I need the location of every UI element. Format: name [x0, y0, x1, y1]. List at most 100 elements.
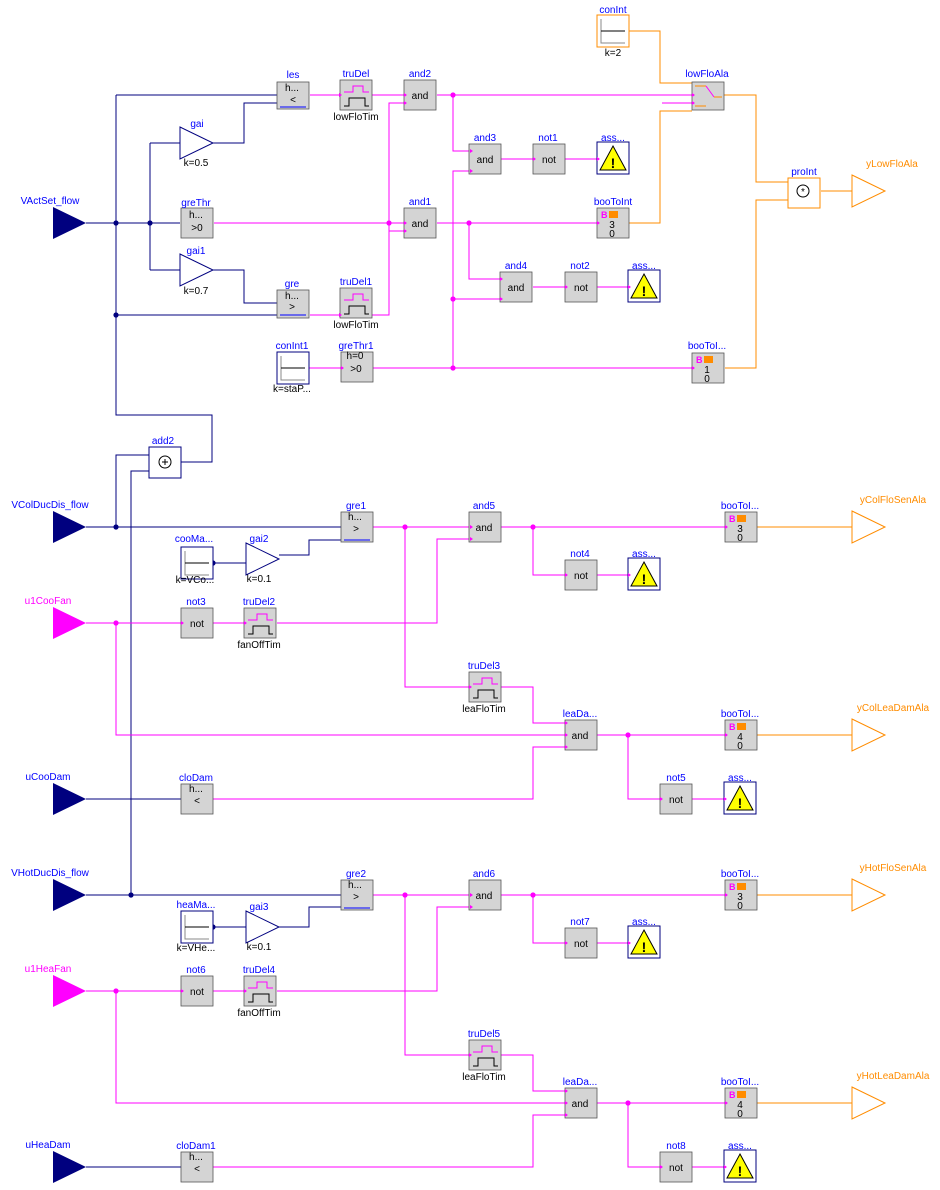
block-lowFloAla[interactable]: lowFloAla [685, 69, 729, 111]
svg-text:fanOffTim: fanOffTim [237, 1008, 280, 1019]
block-not7[interactable]: not7 not [564, 917, 598, 959]
input-VColDucDis_flow[interactable]: VColDucDis_flow [11, 500, 89, 543]
block-and6[interactable]: and6 and [468, 869, 502, 911]
block-truDel[interactable]: truDel lowFloTim [333, 69, 378, 123]
block-greThr[interactable]: greThr h... >0 [180, 198, 214, 239]
block-gre1[interactable]: gre1 h... > [340, 501, 374, 543]
output-yHotLeaDamAla[interactable]: yHotLeaDamAla [851, 1071, 930, 1120]
block-truDel3[interactable]: truDel3 leaFloTim [462, 661, 506, 715]
block-greThr1[interactable]: greThr1 h=0 >0 [338, 341, 374, 383]
block-truDel5[interactable]: truDel5 leaFloTim [462, 1029, 506, 1083]
output-yColFloSenAla[interactable]: yColFloSenAla [851, 495, 927, 544]
input-uCooDam[interactable]: uCooDam [25, 772, 86, 815]
svg-text:and5: and5 [473, 501, 496, 512]
block-les[interactable]: les h... < [276, 70, 310, 110]
block-not6[interactable]: not6 not [180, 965, 214, 1007]
svg-text:!: ! [642, 939, 647, 955]
block-leaDa-hot[interactable]: leaDa... and [563, 1077, 598, 1119]
block-not5[interactable]: not5 not [659, 773, 693, 815]
block-gai1[interactable]: gai1 k=0.7 [179, 246, 215, 297]
block-assert-3[interactable]: ass... ! [627, 549, 661, 591]
block-assert-1[interactable]: ass... ! [596, 133, 630, 175]
svg-text:booToI...: booToI... [721, 501, 759, 512]
block-booToInt[interactable]: booToInt B 3 0 [594, 197, 633, 240]
block-and1[interactable]: and1 and [403, 197, 437, 239]
svg-text:0: 0 [737, 1109, 743, 1120]
block-gai2[interactable]: gai2 k=0.1 [245, 534, 281, 585]
input-VHotDucDis_flow[interactable]: VHotDucDis_flow [11, 868, 90, 911]
block-booToI-hotFlo[interactable]: booToI... B 3 0 [721, 869, 759, 912]
block-truDel4[interactable]: truDel4 fanOffTim [237, 965, 280, 1019]
port-arrows [181, 93, 728, 1169]
svg-text:k=VCo...: k=VCo... [176, 575, 215, 586]
input-VActSet_flow[interactable]: VActSet_flow [21, 196, 86, 239]
block-not3[interactable]: not3 not [180, 597, 214, 639]
wires-real [86, 94, 341, 1168]
block-and3[interactable]: and3 and [468, 133, 502, 175]
svg-text:not: not [669, 1163, 683, 1174]
block-cloDam[interactable]: cloDam h... < [179, 773, 214, 815]
block-cooMa[interactable]: cooMa... k=VCo... [175, 534, 215, 586]
svg-text:uCooDam: uCooDam [25, 772, 70, 783]
block-and2[interactable]: and2 and [403, 69, 437, 111]
block-conInt1[interactable]: conInt1 k=staP... [273, 341, 311, 395]
svg-text:4: 4 [737, 732, 743, 743]
block-proInt[interactable]: proInt * [787, 167, 821, 209]
block-not2[interactable]: not2 not [564, 261, 598, 303]
wires-boolean [86, 94, 725, 1168]
block-not4[interactable]: not4 not [564, 549, 598, 591]
block-assert-2[interactable]: ass... ! [627, 261, 661, 303]
output-yHotFloSenAla[interactable]: yHotFloSenAla [851, 863, 927, 912]
svg-text:lowFloTim: lowFloTim [333, 320, 378, 331]
block-and5[interactable]: and5 and [468, 501, 502, 543]
svg-text:3: 3 [737, 892, 743, 903]
block-assert-5[interactable]: ass... ! [627, 917, 661, 959]
svg-text:not6: not6 [186, 965, 206, 976]
block-gre2[interactable]: gre2 h... > [340, 869, 374, 911]
svg-text:>: > [289, 302, 295, 313]
svg-text:uHeaDam: uHeaDam [25, 1140, 70, 1151]
svg-text:3: 3 [737, 524, 743, 535]
svg-text:and2: and2 [409, 69, 432, 80]
svg-text:and: and [412, 219, 429, 230]
block-and4[interactable]: and4 and [499, 261, 533, 303]
svg-text:lowFloAla: lowFloAla [685, 69, 729, 80]
output-yColLeaDamAla[interactable]: yColLeaDamAla [851, 703, 930, 752]
block-gai[interactable]: gai k=0.5 [179, 119, 215, 169]
svg-text:>0: >0 [191, 223, 203, 234]
block-truDel2[interactable]: truDel2 fanOffTim [237, 597, 280, 651]
input-u1HeaFan[interactable]: u1HeaFan [25, 964, 86, 1007]
svg-text:>0: >0 [350, 364, 362, 375]
block-conInt[interactable]: conInt k=2 [596, 5, 630, 59]
svg-text:truDel: truDel [343, 69, 370, 80]
block-truDel1[interactable]: truDel1 lowFloTim [333, 277, 378, 331]
svg-text:booToI...: booToI... [721, 709, 759, 720]
block-gai3[interactable]: gai3 k=0.1 [245, 902, 281, 953]
block-heaMa[interactable]: heaMa... k=VHe... [177, 900, 216, 954]
block-not1[interactable]: not1 not [532, 133, 566, 175]
svg-text:h...: h... [189, 210, 203, 221]
svg-text:k=0.1: k=0.1 [247, 942, 272, 953]
block-not8[interactable]: not8 not [659, 1141, 693, 1183]
svg-text:ass...: ass... [632, 549, 656, 560]
block-assert-4[interactable]: ass... ! [723, 773, 757, 815]
block-booToI-hotLea[interactable]: booToI... B 4 0 [721, 1077, 759, 1120]
block-cloDam1[interactable]: cloDam1 h... < [176, 1141, 216, 1183]
input-uHeaDam[interactable]: uHeaDam [25, 1140, 86, 1183]
block-assert-6[interactable]: ass... ! [723, 1141, 757, 1183]
svg-text:truDel4: truDel4 [243, 965, 276, 976]
output-yLowFloAla[interactable]: yLowFloAla [851, 159, 918, 208]
block-booToI-colLea[interactable]: booToI... B 4 0 [721, 709, 759, 752]
block-gre[interactable]: gre h... > [276, 279, 310, 319]
input-u1CooFan[interactable]: u1CooFan [25, 596, 86, 639]
svg-text:ass...: ass... [632, 917, 656, 928]
svg-text:cloDam1: cloDam1 [176, 1141, 216, 1152]
block-add2[interactable]: add2 [148, 436, 182, 479]
svg-text:not1: not1 [538, 133, 558, 144]
block-booToI-low[interactable]: booToI... B 1 0 [688, 341, 726, 385]
svg-text:u1HeaFan: u1HeaFan [25, 964, 72, 975]
block-leaDa-col[interactable]: leaDa... and [563, 709, 598, 751]
svg-text:gre1: gre1 [346, 501, 366, 512]
block-booToI-colFlo[interactable]: booToI... B 3 0 [721, 501, 759, 544]
svg-text:yHotLeaDamAla: yHotLeaDamAla [857, 1071, 930, 1082]
